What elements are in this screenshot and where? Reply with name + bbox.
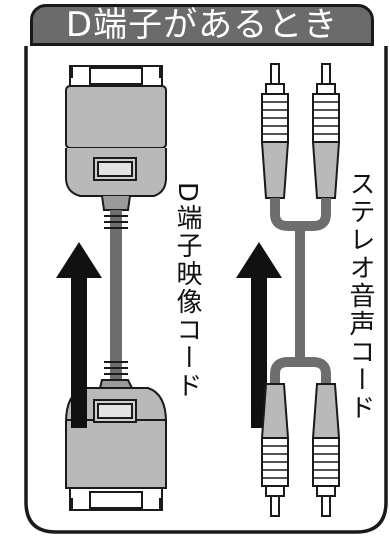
arrow-right — [236, 242, 282, 428]
d-plug-top — [65, 65, 167, 211]
d-terminal-cable — [64, 65, 168, 511]
diagram-panel: D端子があるとき D端子映像コード ステレオ音声コード — [4, 2, 388, 534]
rca-plug-top-left — [260, 63, 290, 199]
stereo-cable-line — [270, 198, 331, 384]
diagram-art — [24, 46, 388, 534]
panel-title: D端子があるとき — [30, 4, 374, 46]
stereo-cable-label: ステレオ音声コード — [345, 170, 375, 422]
rca-plug-top-right — [311, 63, 341, 199]
rca-plug-bottom-right — [311, 383, 341, 517]
panel-frame — [24, 46, 388, 534]
d-cable-line — [110, 210, 122, 380]
rca-plug-bottom-left — [260, 383, 290, 517]
arrow-left — [56, 242, 102, 428]
stereo-cable — [260, 63, 341, 517]
d-cable-label: D端子映像コード — [172, 182, 202, 401]
d-plug-bottom — [64, 379, 168, 511]
